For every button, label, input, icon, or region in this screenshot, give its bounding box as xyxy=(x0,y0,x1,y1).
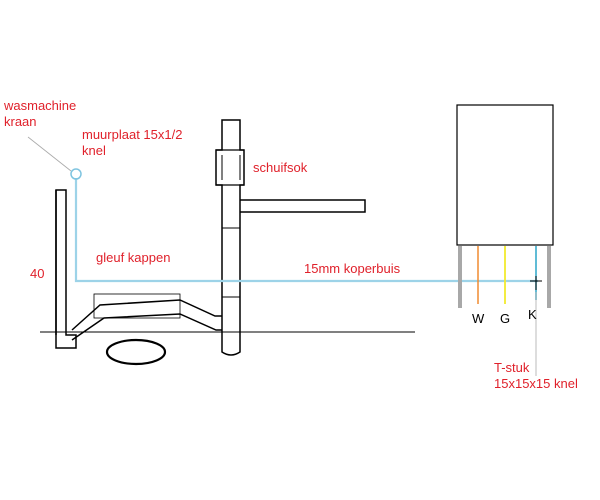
drain-pipe xyxy=(71,299,222,341)
tstuk-label: T-stuk xyxy=(494,360,530,375)
koperbuis-label: 15mm koperbuis xyxy=(304,261,401,276)
wasmachine-label: wasmachine xyxy=(3,98,76,113)
muurplaat-label: muurplaat 15x1/2 xyxy=(82,127,182,142)
tstuk-size-label: 15x15x15 knel xyxy=(494,376,578,391)
wasmachine-leader xyxy=(27,136,72,172)
kraan-label: kraan xyxy=(4,114,37,129)
wire-g-label: G xyxy=(500,311,510,326)
copper-water-pipe xyxy=(74,178,538,283)
height-40-label: 40 xyxy=(30,266,44,281)
t-stuk-junction xyxy=(530,276,542,290)
gleuf-box xyxy=(93,293,181,319)
main-stack xyxy=(215,119,245,356)
gleuf-kappen-label: gleuf kappen xyxy=(96,250,170,265)
branch-pipe xyxy=(240,199,366,213)
wire-w-label: W xyxy=(472,311,485,326)
left-standpipe xyxy=(55,189,77,349)
drain-ellipse xyxy=(105,338,167,366)
boiler-box xyxy=(456,104,554,246)
schuifsok-label: schuifsok xyxy=(253,160,308,175)
wire-k-label: K xyxy=(528,307,537,322)
wasmachine-kraan-icon xyxy=(70,168,82,180)
muurplaat-knel-label: knel xyxy=(82,143,106,158)
